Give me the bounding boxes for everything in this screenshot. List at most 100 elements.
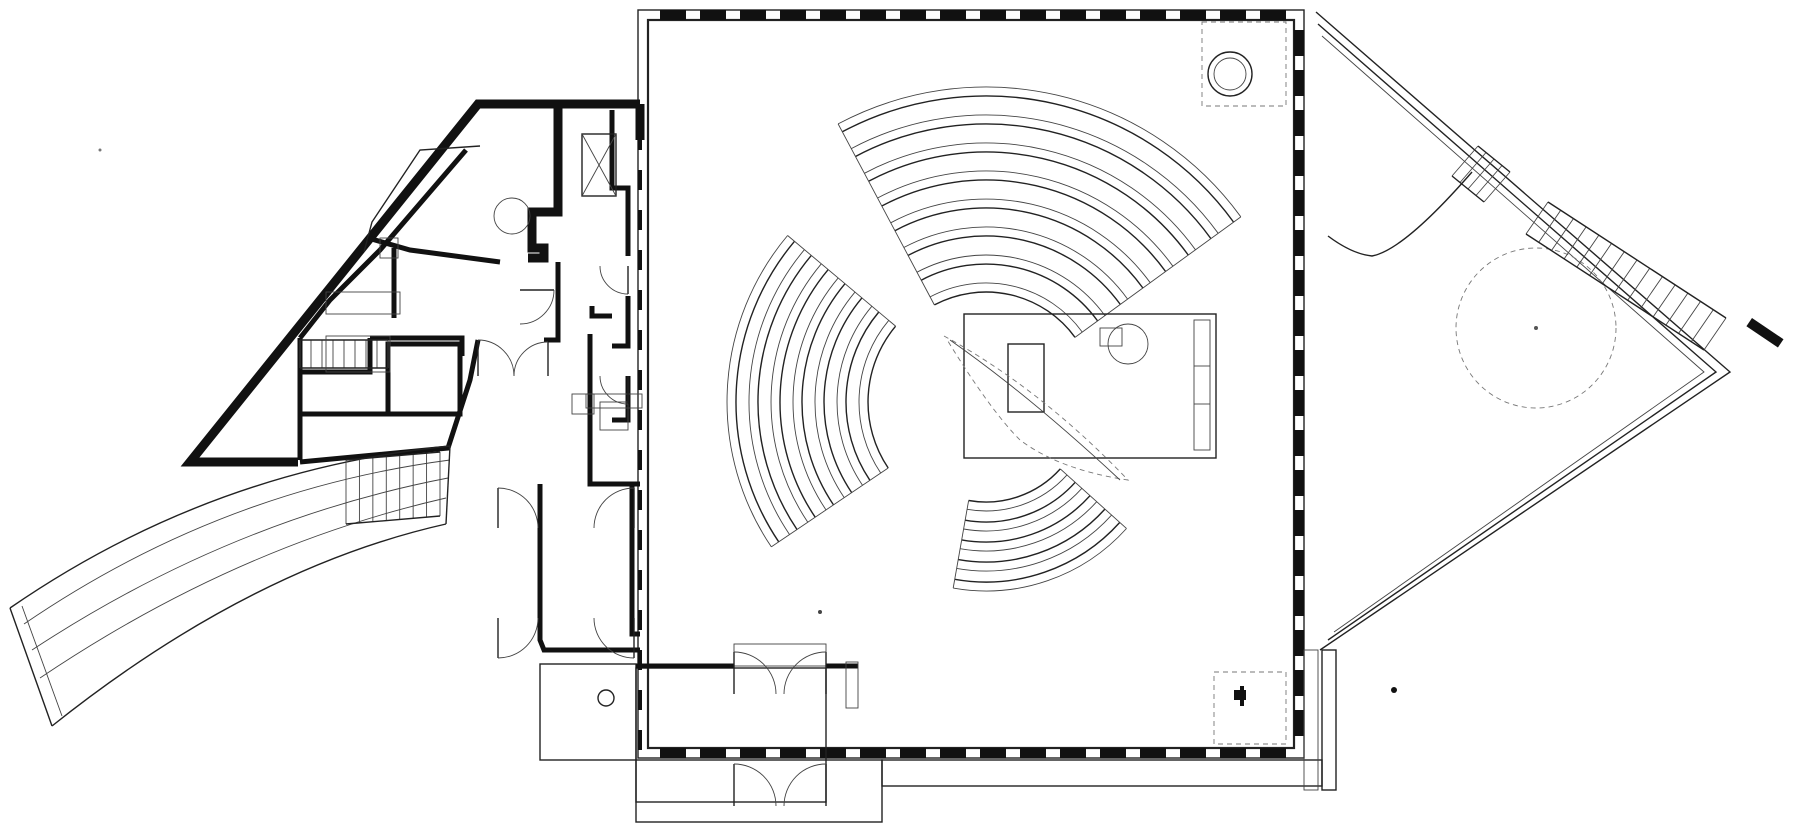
entry-zone [477, 265, 1337, 823]
wall-pier [638, 450, 642, 470]
stair-tread [1703, 317, 1727, 351]
seat-row-edge [903, 226, 1128, 300]
stair-tread [1459, 152, 1487, 183]
wall-pier [638, 410, 642, 430]
stair-tread [1652, 284, 1676, 318]
seat-row [934, 291, 1076, 338]
stair-tread [1538, 210, 1562, 243]
stair-stringer [345, 515, 441, 525]
wall-pier [638, 210, 642, 230]
wall-pier [940, 10, 966, 20]
stair-tread [1451, 145, 1479, 177]
door-swing-icon [783, 763, 827, 807]
column-circle-icon [1107, 323, 1149, 365]
stair-stringer [345, 451, 441, 461]
seat-row-edge [792, 277, 839, 511]
wall-pier [1294, 510, 1304, 536]
seat-row [868, 151, 1189, 256]
wall-pier [638, 370, 642, 390]
stair-tread [1627, 268, 1651, 301]
wall-pier [638, 650, 642, 670]
seat-row [801, 283, 846, 506]
wall-pier [1180, 748, 1206, 758]
wall-pier [1294, 230, 1304, 256]
elevator-shaft [581, 133, 617, 197]
west-interior-stair [299, 339, 389, 369]
seat-row-end [1060, 468, 1127, 529]
lectern [1007, 343, 1045, 413]
seat-row [968, 468, 1061, 503]
stair-tread [1551, 218, 1574, 251]
seating-bank-south [952, 468, 1127, 592]
wall-pier [638, 530, 642, 550]
seat-row [779, 269, 829, 518]
door-swing-icon [519, 289, 555, 325]
wall-pier [1260, 748, 1286, 758]
stair-tread [1475, 165, 1503, 196]
stair-stringer [1525, 233, 1705, 351]
stair-tread [1601, 251, 1625, 284]
wall-pier [900, 10, 926, 20]
stair-tread [1589, 243, 1612, 276]
south-entrance-porch [635, 759, 883, 823]
seat-row-edge [890, 198, 1151, 283]
seat-row-edge [837, 86, 1242, 218]
seat-row-edge [956, 514, 1112, 572]
door-swing-icon [593, 487, 635, 529]
seat-row-edge [858, 320, 890, 474]
wall-pier [740, 748, 766, 758]
wall-pier [1220, 10, 1246, 20]
hall-features [98, 21, 1397, 745]
stair-stringer [1547, 201, 1727, 319]
seat-row [823, 297, 863, 493]
terrace-circle [1455, 247, 1617, 409]
seat-row [954, 521, 1121, 583]
wall-pier [1260, 10, 1286, 20]
wall-pier [1140, 10, 1166, 20]
seat-row [907, 235, 1121, 305]
east-upper-landing-stair [1451, 145, 1511, 203]
wall-pier [1020, 748, 1046, 758]
door-swing-icon [599, 375, 629, 405]
southwest-pod [539, 663, 637, 761]
wall-pier [1294, 590, 1304, 616]
wall-pier [638, 690, 642, 710]
seat-row-end [837, 123, 935, 306]
wall-pier [1294, 110, 1304, 136]
seat-row [881, 179, 1167, 272]
wall-piers [638, 10, 1304, 758]
wall-pier [1060, 748, 1086, 758]
wall-pier [1294, 710, 1304, 736]
door-swings [477, 265, 827, 807]
wall-pier [860, 748, 886, 758]
seat-row-edge [916, 254, 1106, 316]
seat-icon [1099, 327, 1123, 347]
seat-row-edge [748, 249, 805, 535]
seat-row-edge [726, 235, 788, 548]
wall-pier [638, 730, 642, 750]
door-swing-icon [497, 617, 539, 659]
seat-row-end [1074, 216, 1242, 338]
wall-pier [1060, 10, 1086, 20]
stair-stringer [1451, 175, 1485, 203]
seat-row [867, 325, 897, 469]
wall-pier [638, 490, 642, 510]
wall-pier [660, 10, 686, 20]
wall-pier [660, 748, 686, 758]
wall-pier [1294, 470, 1304, 496]
fixture-icon [571, 393, 595, 415]
wall-pier [638, 290, 642, 310]
seat-row-edge [953, 528, 1127, 592]
wall-pier [638, 570, 642, 590]
wall-pier [1294, 310, 1304, 336]
seat-row [961, 495, 1091, 543]
wall-pier [820, 10, 846, 20]
wall-pier [1100, 10, 1126, 20]
northwest-wing [180, 99, 645, 487]
seat-row-end [787, 235, 896, 327]
wall-pier [1294, 430, 1304, 456]
stair-tread [1483, 171, 1511, 203]
seat-row [894, 207, 1144, 289]
seat-row [958, 508, 1106, 563]
